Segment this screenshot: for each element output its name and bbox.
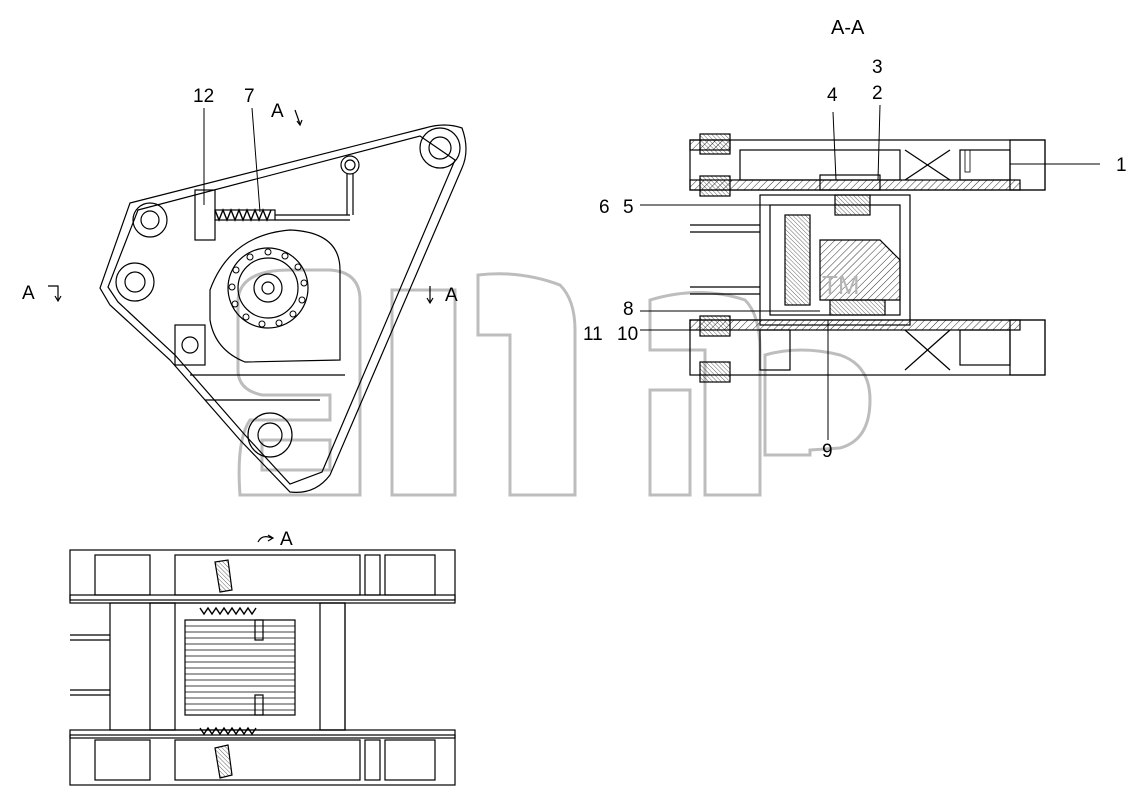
view-marker-right: A bbox=[445, 285, 458, 306]
side-view bbox=[99, 107, 467, 493]
callout-2: 2 bbox=[872, 83, 883, 104]
view-marker-bottom: A bbox=[280, 529, 293, 550]
view-marker-top: A bbox=[271, 101, 284, 122]
callout-7: 7 bbox=[244, 86, 255, 107]
callout-10: 10 bbox=[617, 324, 639, 345]
callout-8: 8 bbox=[623, 299, 634, 320]
watermark-logo bbox=[236, 268, 872, 497]
section-title: A-A bbox=[831, 17, 865, 39]
callout-5: 5 bbox=[623, 197, 634, 218]
callout-11: 11 bbox=[583, 324, 603, 345]
callout-6: 6 bbox=[599, 197, 610, 218]
callout-4: 4 bbox=[827, 85, 838, 106]
callout-1: 1 bbox=[1116, 155, 1127, 176]
callout-9: 9 bbox=[822, 441, 833, 462]
section-view bbox=[640, 104, 1100, 440]
callout-12: 12 bbox=[193, 86, 215, 107]
watermark-trademark: TM bbox=[822, 270, 860, 300]
view-marker-left: A bbox=[22, 283, 35, 304]
bottom-view bbox=[69, 549, 456, 786]
section-arrows bbox=[48, 109, 434, 543]
callout-3: 3 bbox=[872, 57, 883, 78]
